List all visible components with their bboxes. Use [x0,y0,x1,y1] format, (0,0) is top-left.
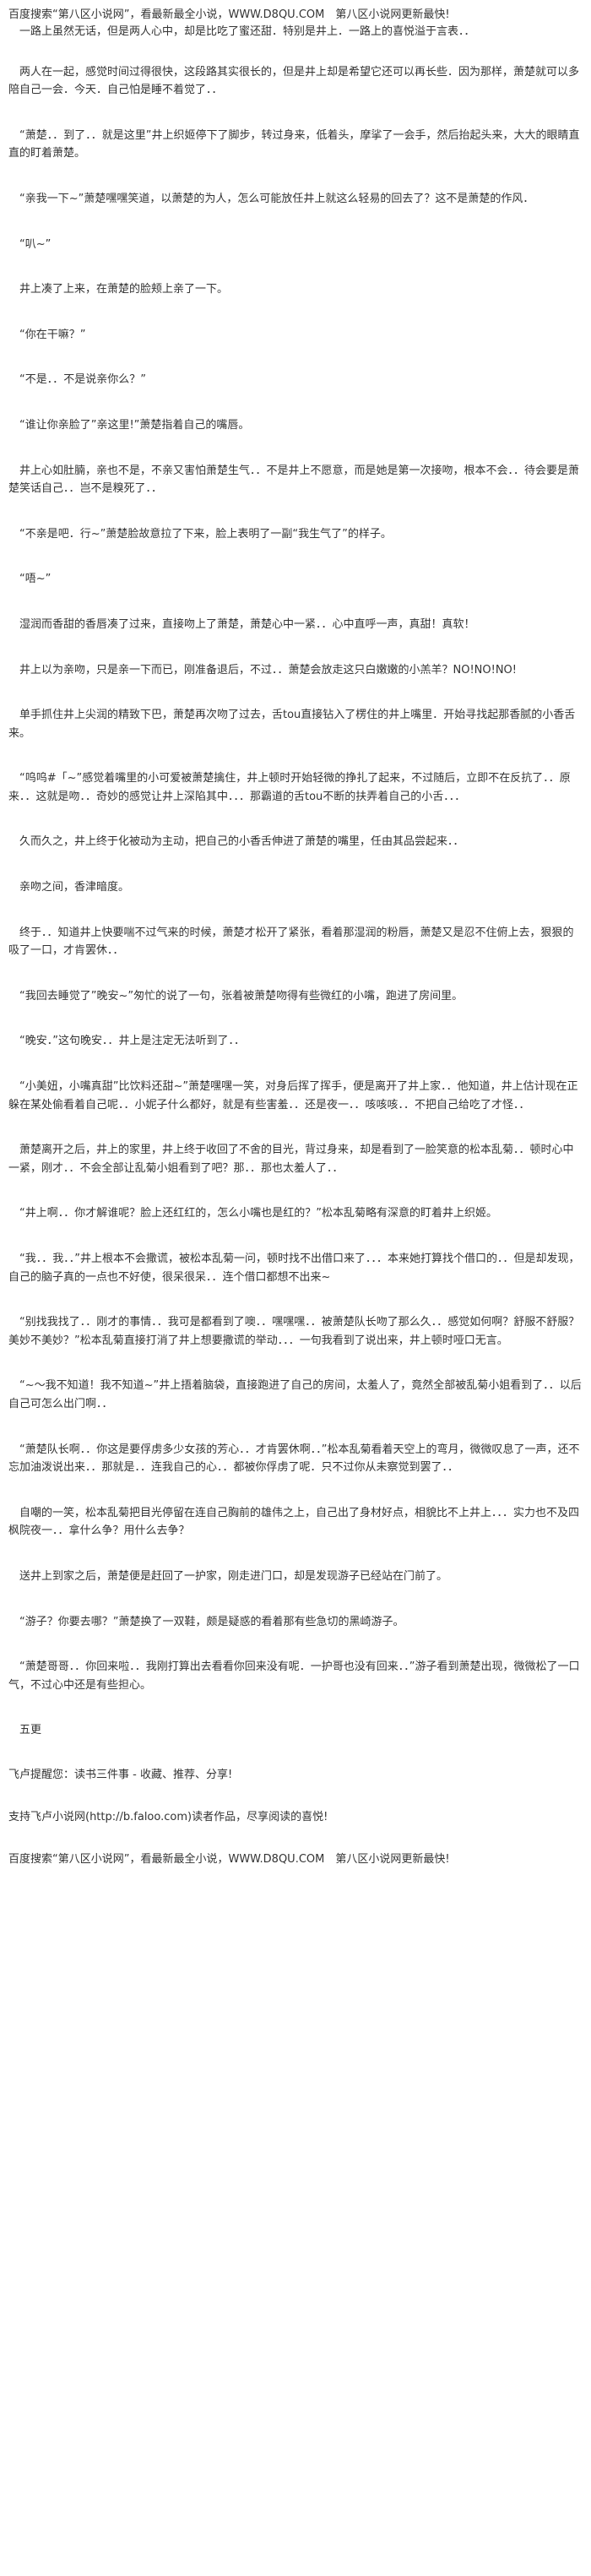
story-paragraph: “你在干嘛？” [8,328,86,341]
story-paragraph: “小美妞，小嘴真甜”比饮料还甜~”萧楚嘿嘿一笑，对身后挥了挥手，便是离开了井上家… [8,1080,578,1111]
story-paragraph: “我．．我．．”井上根本不会撒谎，被松本乱菊一问，顿时找不出借口来了．．．本来她… [8,1253,580,1284]
story-paragraph: “叭~” [8,237,52,251]
story-paragraph: 久而久之，井上终于化被动为主动，把自己的小香舌伸进了萧楚的嘴里，任由其品尝起来．… [8,835,464,849]
story-paragraph: “亲我一下~”萧楚嘿嘿笑道，以萧楚的为人，怎么可能放任井上就这么轻易的回去了？这… [8,192,534,205]
support-notice: 支持飞卢小说网(http://b.faloo.com)读者作品，尽享阅读的喜悦! [8,1810,328,1823]
reading-reminder: 飞卢提醒您：读书三件事 - 收藏、推荐、分享! [8,1768,233,1781]
story-paragraph: “~～我不知道！我不知道~”井上捂着脑袋，直接跑进了自己的房间，太羞人了，竟然全… [8,1379,582,1410]
story-paragraph: 亲吻之间，香津暗度。 [8,881,130,894]
site-banner-top: 百度搜索“第八区小说网”，看最新最全小说，WWW.D8QU.COM 第八区小说网… [8,8,450,21]
story-paragraph: “萧楚队长啊．．你这是要俘虏多少女孩的芳心．．才肯罢休啊．．”松本乱菊看着天空上… [8,1443,580,1475]
story-paragraph: 湿润而香甜的香唇凑了过来，直接吻上了萧楚，萧楚心中一紧．．心中直呼一声，真甜！真… [8,617,475,631]
story-paragraph: “不是．．不是说亲你么？” [8,373,146,387]
story-paragraph: 两人在一起，感觉时间过得很快，这段路其实很长的，但是井上却是希望它还可以再长些．… [8,65,580,97]
story-paragraph: 五更 [8,1724,42,1737]
story-paragraph: “唔~” [8,573,52,586]
story-paragraph: “别找我找了．．刚才的事情．．我可是都看到了噢．．嘿嘿嘿．．被萧楚队长吻了那么久… [8,1316,580,1347]
chapter-content: 一路上虽然无话，但是两人心中，却是比吃了蜜还甜．特别是井上．一路上的喜悦溢于言表… [8,23,583,1740]
story-paragraph: 萧楚离开之后，井上的家里，井上终于收回了不舍的目光，背过身来，却是看到了一脸笑意… [8,1144,574,1175]
story-paragraph: “我回去睡觉了”晚安~”匆忙的说了一句，张着被萧楚吻得有些微红的小嘴，跑进了房间… [8,989,464,1003]
story-paragraph: 自嘲的一笑，松本乱菊把目光停留在连自己胸前的雄伟之上，自己出了身材好点，相貌比不… [8,1506,580,1538]
story-paragraph: 一路上虽然无话，但是两人心中，却是比吃了蜜还甜．特别是井上．一路上的喜悦溢于言表… [8,25,475,38]
story-paragraph: “井上啊．．你才解谁呢？脸上还红红的，怎么小嘴也是红的？”松本乱菊略有深意的盯着… [8,1207,497,1220]
story-paragraph: “谁让你亲脸了”亲这里!”萧楚指着自己的嘴唇。 [8,418,250,432]
story-paragraph: 井上心如肚腩，亲也不是，不亲又害怕萧楚生气．．不是井上不愿意，而是她是第一次接吻… [8,464,580,496]
story-paragraph: “呜呜#「~”感觉着嘴里的小可爱被萧楚擒住，井上顿时开始轻微的挣扎了起来，不过随… [8,772,571,803]
story-paragraph: “不亲是吧．行~”萧楚脸故意拉了下来，脸上表明了一副“我生气了”的样子。 [8,527,392,541]
novel-page: 百度搜索“第八区小说网”，看最新最全小说，WWW.D8QU.COM 第八区小说网… [8,8,583,1866]
story-paragraph: “游子？你要去哪？”萧楚换了一双鞋，颇是疑惑的看着那有些急切的黑崎游子。 [8,1615,404,1628]
story-paragraph: 终于．．知道井上快要喘不过气来的时候，萧楚才松开了紧张，看着那湿润的粉唇，萧楚又… [8,926,574,958]
story-paragraph: 井上凑了上来，在萧楚的脸颊上亲了一下。 [8,283,229,296]
site-banner-bottom: 百度搜索“第八区小说网”，看最新最全小说，WWW.D8QU.COM 第八区小说网… [8,1852,450,1866]
story-paragraph: “晚安．”这句晚安．．井上是注定无法听到了．． [8,1035,245,1048]
story-paragraph: “萧楚．．到了．．就是这里”井上织姬停下了脚步，转过身来，低着头，摩挲了一会手，… [8,128,580,160]
story-paragraph: “萧楚哥哥．．你回来啦．．我刚打算出去看看你回来没有呢．一护哥也没有回来．．”游… [8,1660,580,1692]
story-paragraph: 井上以为亲吻，只是亲一下而已，刚准备退后，不过．．萧楚会放走这只白嫩嫩的小羔羊？… [8,663,518,677]
story-paragraph: 单手抓住井上尖润的精致下巴，萧楚再次吻了过去，舌tou直接钻入了楞住的井上嘴里．… [8,709,576,740]
chapter-footer: 飞卢提醒您：读书三件事 - 收藏、推荐、分享! 支持飞卢小说网(http://b… [8,1767,583,1826]
story-paragraph: 送井上到家之后，萧楚便是赶回了一护家，刚走进门口，却是发现游子已经站在门前了。 [8,1569,448,1583]
